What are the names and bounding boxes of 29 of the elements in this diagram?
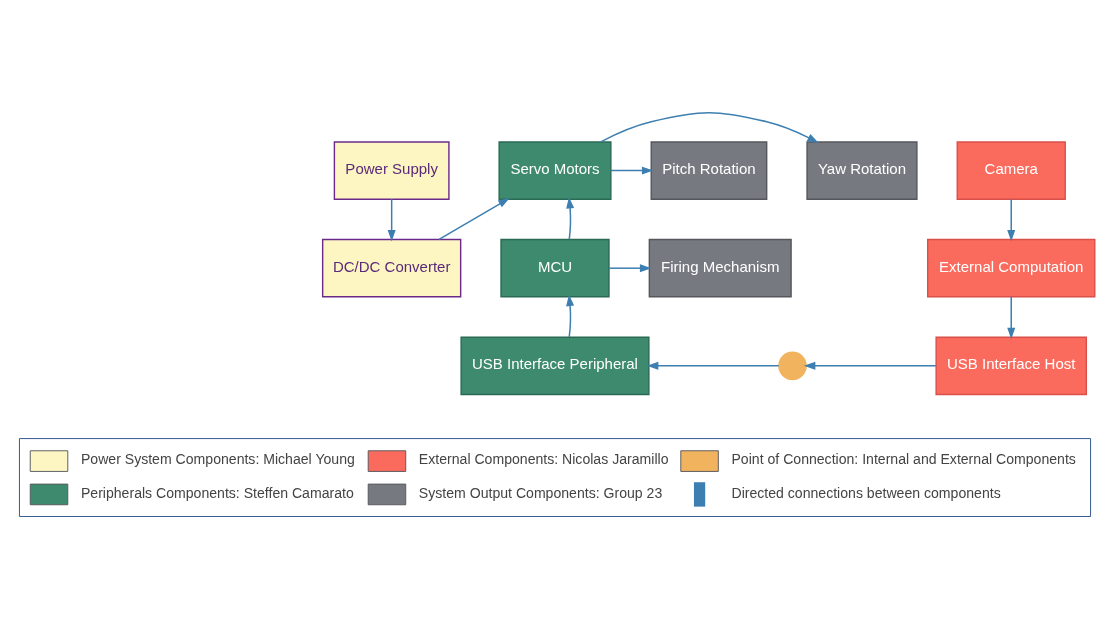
node-box: DC/DC Converter <box>321 238 462 298</box>
arrow <box>803 361 937 370</box>
node-box: USB Interface Host <box>935 336 1088 396</box>
legend-label: Power System Components: Michael Young <box>80 451 355 468</box>
node-box: Pitch Rotation <box>650 141 768 200</box>
arrow <box>566 294 575 338</box>
node-box: Power Supply <box>333 141 450 200</box>
node-box: External Computation <box>926 238 1096 298</box>
node-circle <box>778 351 807 381</box>
node-box: Firing Mechanism <box>648 238 792 298</box>
legend-label: System Output Components: Group 23 <box>418 484 663 501</box>
legend-label: External Components: Nicolas Jaramillo <box>418 451 669 468</box>
arrow <box>1007 198 1016 242</box>
node-box: Yaw Rotation <box>806 141 918 200</box>
node-box: USB Interface Peripheral <box>460 336 650 396</box>
arrow <box>646 361 780 370</box>
legend-label: Peripherals Components: Steffen Camarato <box>80 484 354 501</box>
legend-label: Directed connections between components <box>731 484 1001 501</box>
node-box: Servo Motors <box>498 141 612 200</box>
arrow <box>610 166 654 175</box>
node-box: MCU <box>500 238 610 298</box>
arrow <box>387 198 396 242</box>
arrow <box>600 112 819 143</box>
arrow <box>608 264 652 273</box>
arrow <box>1007 296 1016 340</box>
node-box: Camera <box>956 141 1066 200</box>
legend-label: Point of Connection: Internal and External Components <box>731 451 1076 468</box>
arrow <box>438 198 510 241</box>
arrow <box>566 196 575 241</box>
